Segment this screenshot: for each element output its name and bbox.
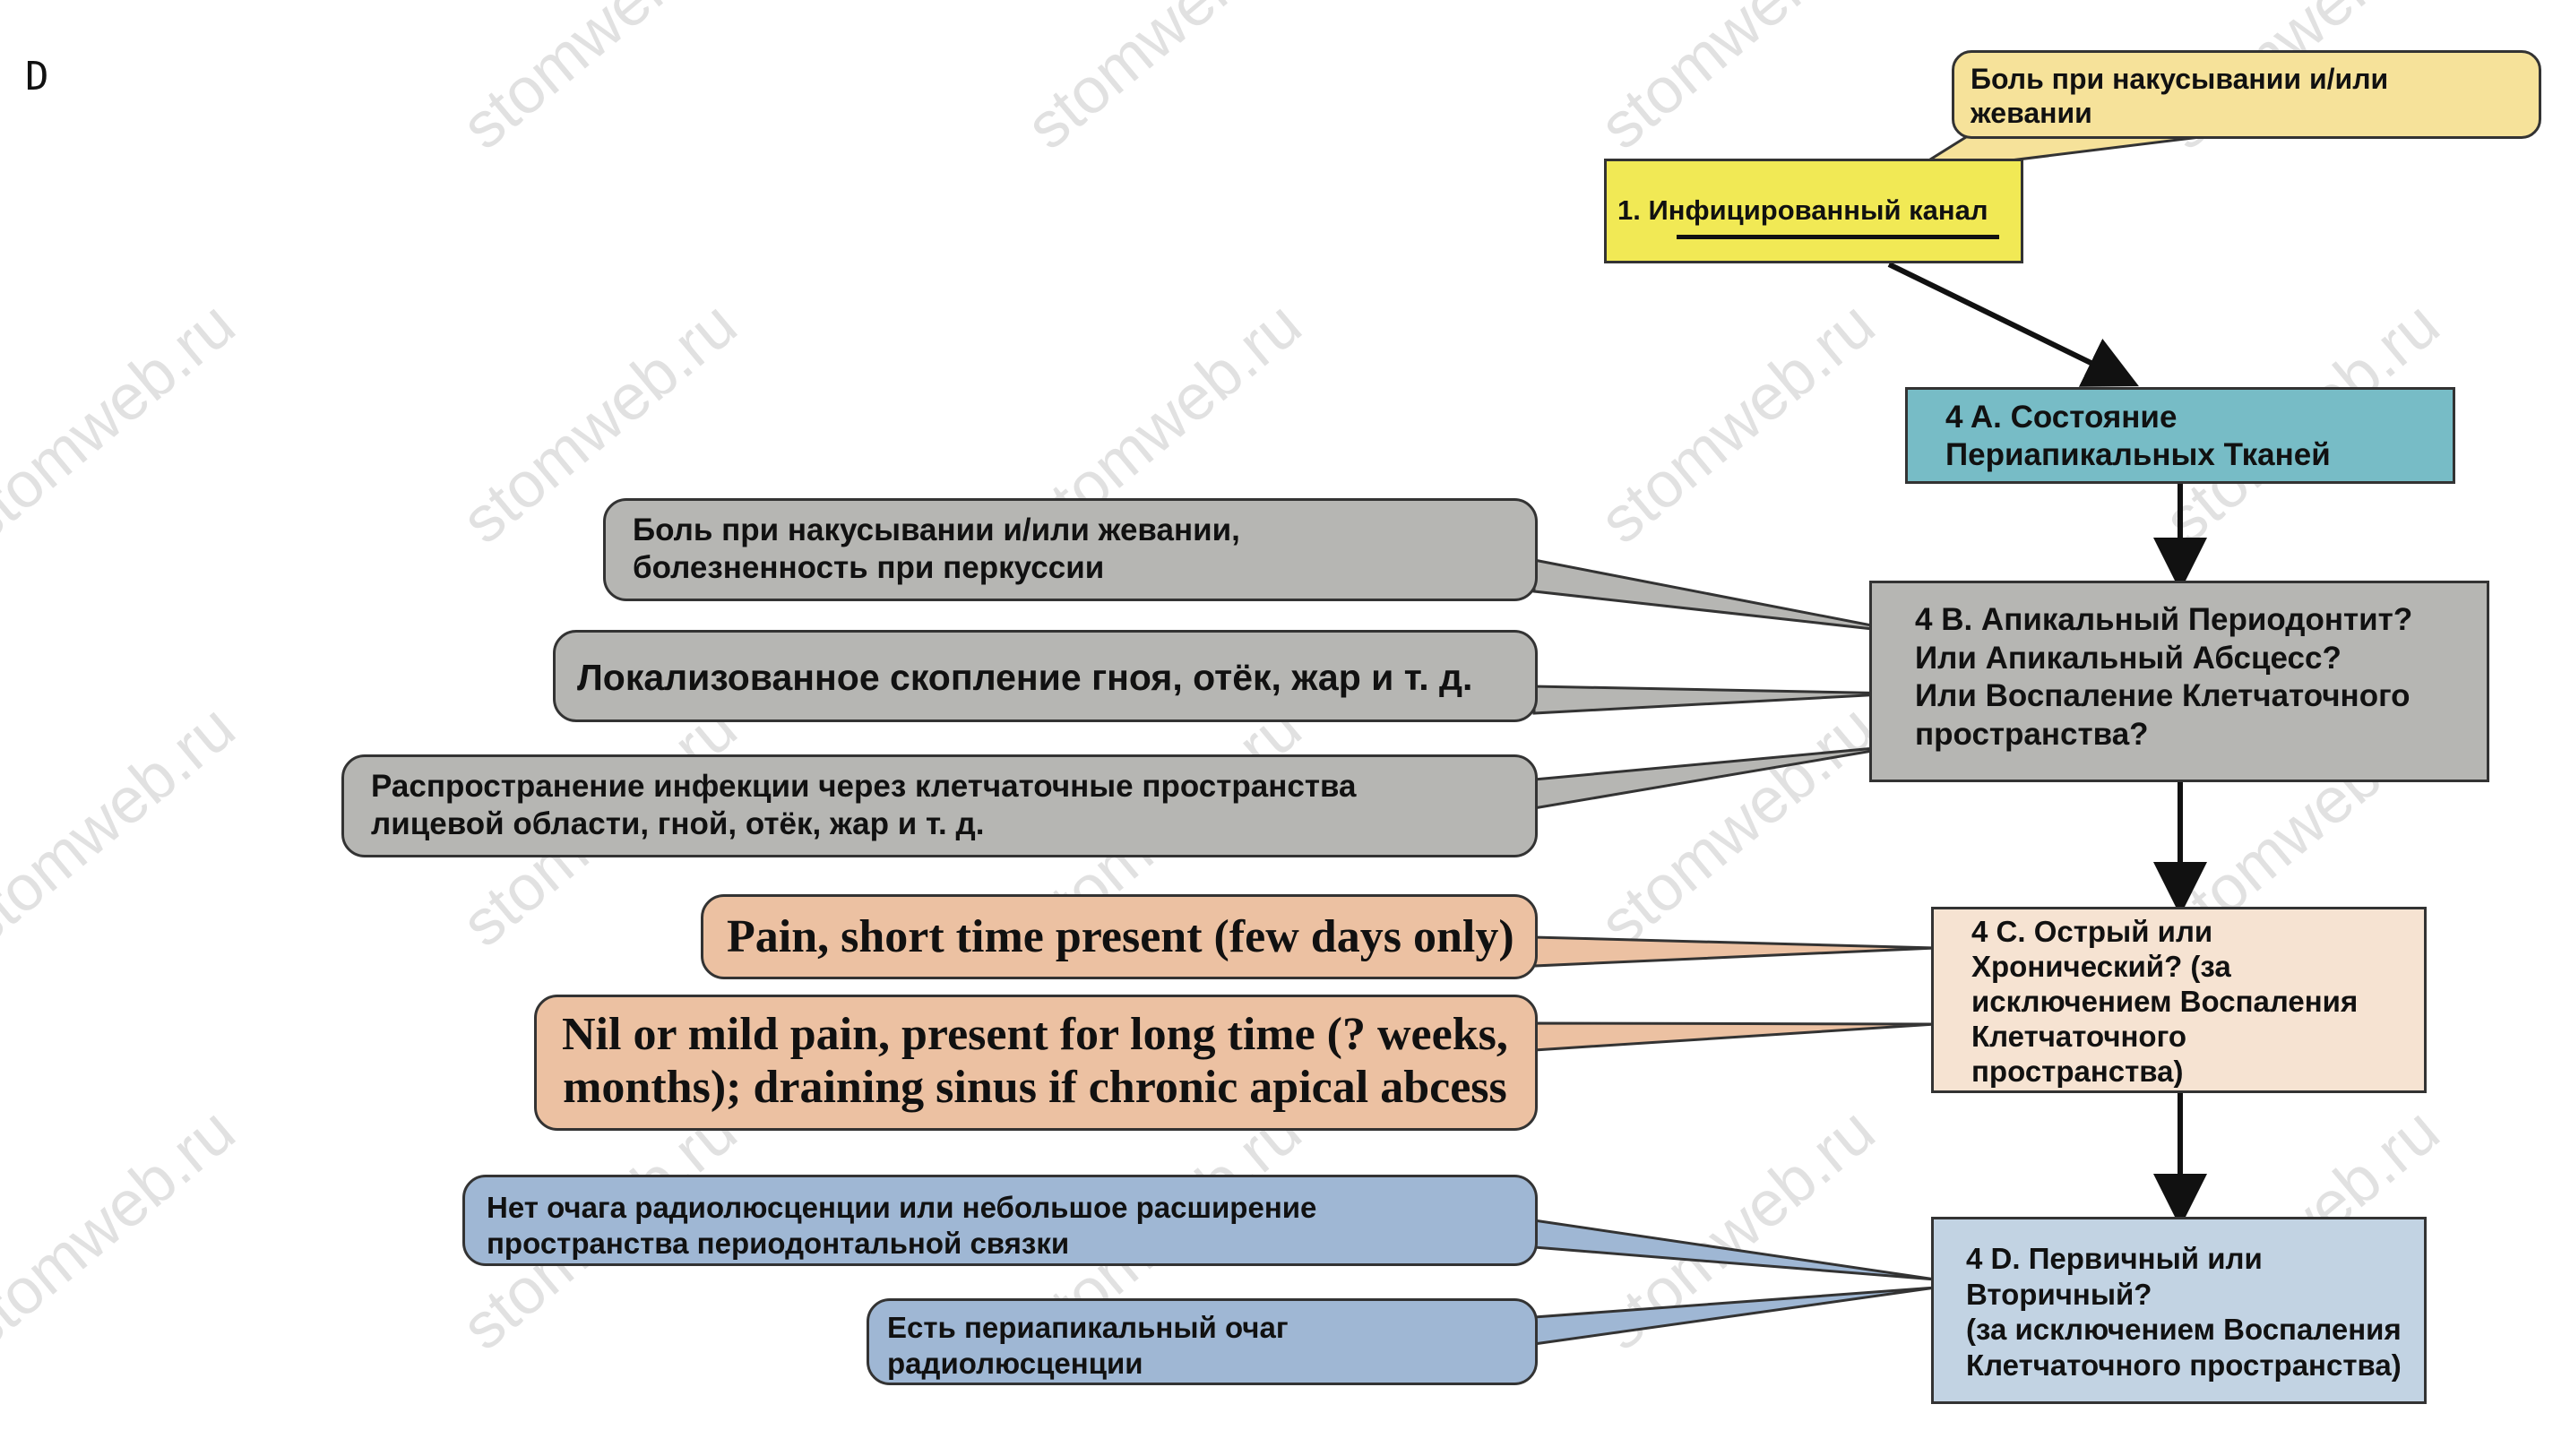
callout-short-pain-text: Pain, short time present (few days only) xyxy=(727,911,1514,962)
node-4c-label: 4 C. Острый или Хронический? (за исключе… xyxy=(1971,915,2359,1088)
node-4d-primary-secondary: 4 D. Первичный или Вторичный? (за исключ… xyxy=(1931,1217,2427,1404)
node-infected-canal-underline xyxy=(1677,235,1999,239)
callout-abscess-signs-text: Локализованное скопление гноя, отёк, жар… xyxy=(577,657,1473,698)
callout-no-radiolucency-text: Нет очага радиолюсценции или небольшое р… xyxy=(487,1191,1317,1260)
callout-tail-d1 xyxy=(1532,1219,1936,1281)
node-4a-periapical-state: 4 A. Состояние Периапикальных Тканей xyxy=(1905,387,2455,484)
callout-bite-pain-text: Боль при накусывании и/или жевании xyxy=(1971,63,2389,130)
callout-periodontitis-signs-text: Боль при накусывании и/или жевании, боле… xyxy=(633,513,1240,585)
callout-short-pain: Pain, short time present (few days only) xyxy=(701,894,1538,979)
callout-bite-pain: Боль при накусывании и/или жевании xyxy=(1952,50,2541,139)
callout-tail-b1 xyxy=(1532,558,1914,635)
node-4a-label: 4 A. Состояние Периапикальных Тканей xyxy=(1945,400,2331,472)
node-4c-acute-chronic: 4 C. Острый или Хронический? (за исключе… xyxy=(1931,907,2427,1093)
callout-tail-b3 xyxy=(1532,744,1905,810)
callout-tail-b2 xyxy=(1532,685,1901,715)
corner-label: D xyxy=(25,54,49,99)
node-infected-canal-label: 1. Инфицированный канал xyxy=(1617,194,1988,226)
callout-cellulitis-signs-text: Распространение инфекции через клетчаточ… xyxy=(371,769,1357,841)
callout-abscess-signs: Локализованное скопление гноя, отёк, жар… xyxy=(553,630,1538,722)
callout-long-pain: Nil or mild pain, present for long time … xyxy=(534,995,1538,1131)
callout-tail-c2 xyxy=(1532,1021,1936,1052)
callout-cellulitis-signs: Распространение инфекции через клетчаточ… xyxy=(341,754,1538,857)
callout-no-radiolucency: Нет очага радиолюсценции или небольшое р… xyxy=(462,1175,1538,1266)
callout-radiolucency: Есть периапикальный очаг радиолюсценции xyxy=(867,1298,1538,1385)
node-4b-diagnosis: 4 B. Апикальный Периодонтит? Или Апикаль… xyxy=(1869,581,2489,782)
callout-tail-d2 xyxy=(1532,1286,1936,1346)
node-4d-label: 4 D. Первичный или Вторичный? (за исключ… xyxy=(1966,1242,2402,1382)
callout-tail-c1 xyxy=(1532,935,1936,968)
callout-radiolucency-text: Есть периапикальный очаг радиолюсценции xyxy=(887,1311,1289,1380)
callout-long-pain-text: Nil or mild pain, present for long time … xyxy=(562,1009,1508,1114)
node-infected-canal: 1. Инфицированный канал xyxy=(1604,159,2023,263)
callout-periodontitis-signs: Боль при накусывании и/или жевании, боле… xyxy=(603,498,1538,601)
arrow-1-to-4a xyxy=(1887,262,2139,387)
node-4b-label: 4 B. Апикальный Периодонтит? Или Апикаль… xyxy=(1915,602,2413,753)
